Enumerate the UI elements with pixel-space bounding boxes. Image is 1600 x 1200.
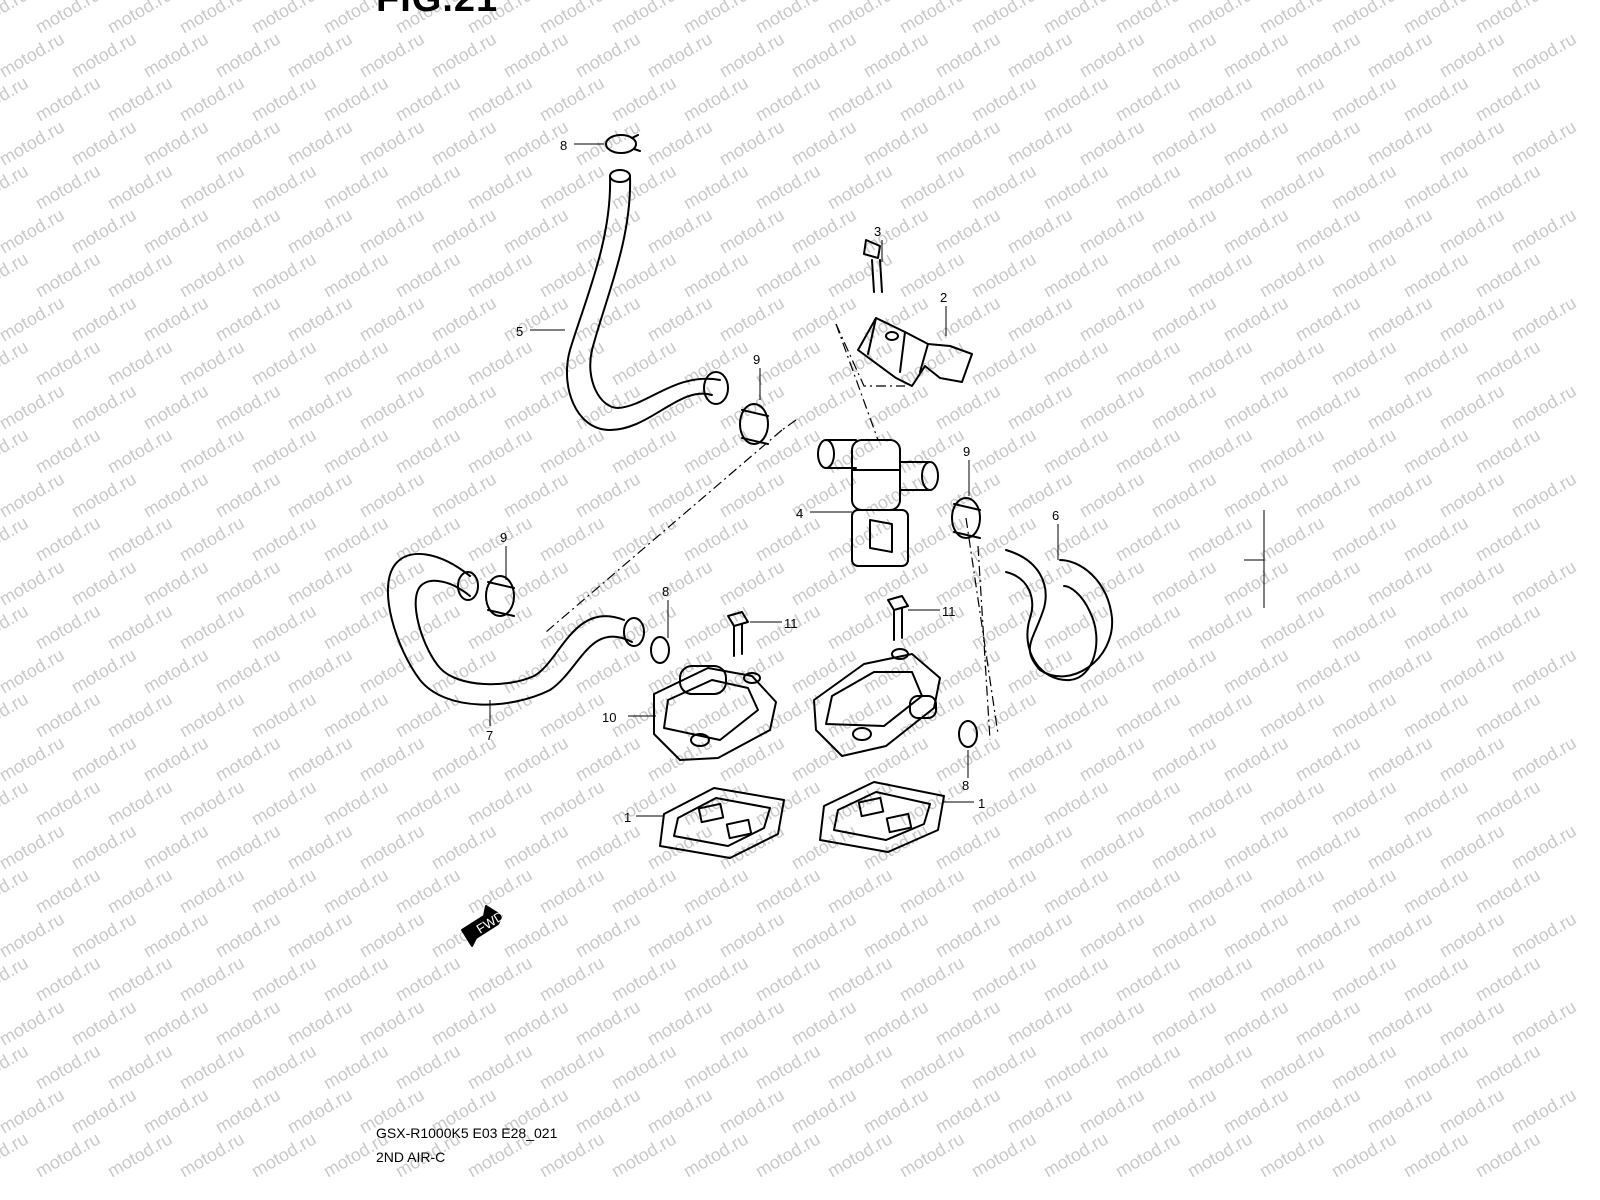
hose-clamp-9-top (739, 403, 769, 445)
label-4: 4 (796, 506, 803, 521)
label-9-right: 9 (963, 444, 970, 459)
hose-6 (1005, 549, 1114, 682)
hose-5 (565, 169, 729, 431)
fwd-arrow-icon (461, 905, 503, 947)
label-6: 6 (1052, 508, 1059, 523)
label-11-left: 11 (784, 616, 798, 631)
second-air-valve-4 (817, 439, 939, 567)
label-7: 7 (486, 728, 493, 743)
fwd-label: FWD (474, 908, 507, 936)
label-9-top: 9 (753, 352, 760, 367)
leader-lines (489, 143, 1265, 817)
hose-clip-8-mid (650, 636, 670, 664)
label-9-left: 9 (500, 530, 507, 545)
reed-valve-1-right (819, 781, 945, 853)
footer-figure-name: 2ND AIR-C (376, 1149, 446, 1165)
reed-valve-cover-10-right (813, 648, 941, 757)
footer-model-code: GSX-R1000K5 E03 E28_021 (376, 1125, 558, 1141)
bolt-11-left (727, 611, 749, 657)
hose-7 (386, 552, 645, 706)
hose-clip-8-bottom (958, 720, 978, 748)
bracket-2 (857, 317, 973, 387)
bolt-11-right (887, 595, 909, 641)
hose-clamp-9-left (485, 575, 515, 617)
bolt-3 (863, 239, 883, 293)
label-1-left: 1 (624, 810, 631, 825)
label-5: 5 (516, 324, 523, 339)
label-8-bottom: 8 (962, 778, 969, 793)
label-2: 2 (940, 290, 947, 305)
label-3: 3 (874, 224, 881, 239)
label-8-top: 8 (560, 138, 567, 153)
reed-valve-cover-10-left (653, 665, 777, 761)
hose-clip-8-top (605, 134, 641, 154)
reed-valve-1-left (659, 787, 785, 859)
figure-title: FIG.21 (376, 0, 498, 21)
label-8-mid: 8 (662, 584, 669, 599)
hose-clamp-9-right (951, 497, 981, 539)
assembly-lines (545, 323, 999, 741)
label-10: 10 (602, 710, 616, 725)
label-11-right: 11 (942, 604, 956, 619)
label-1-right: 1 (978, 796, 985, 811)
